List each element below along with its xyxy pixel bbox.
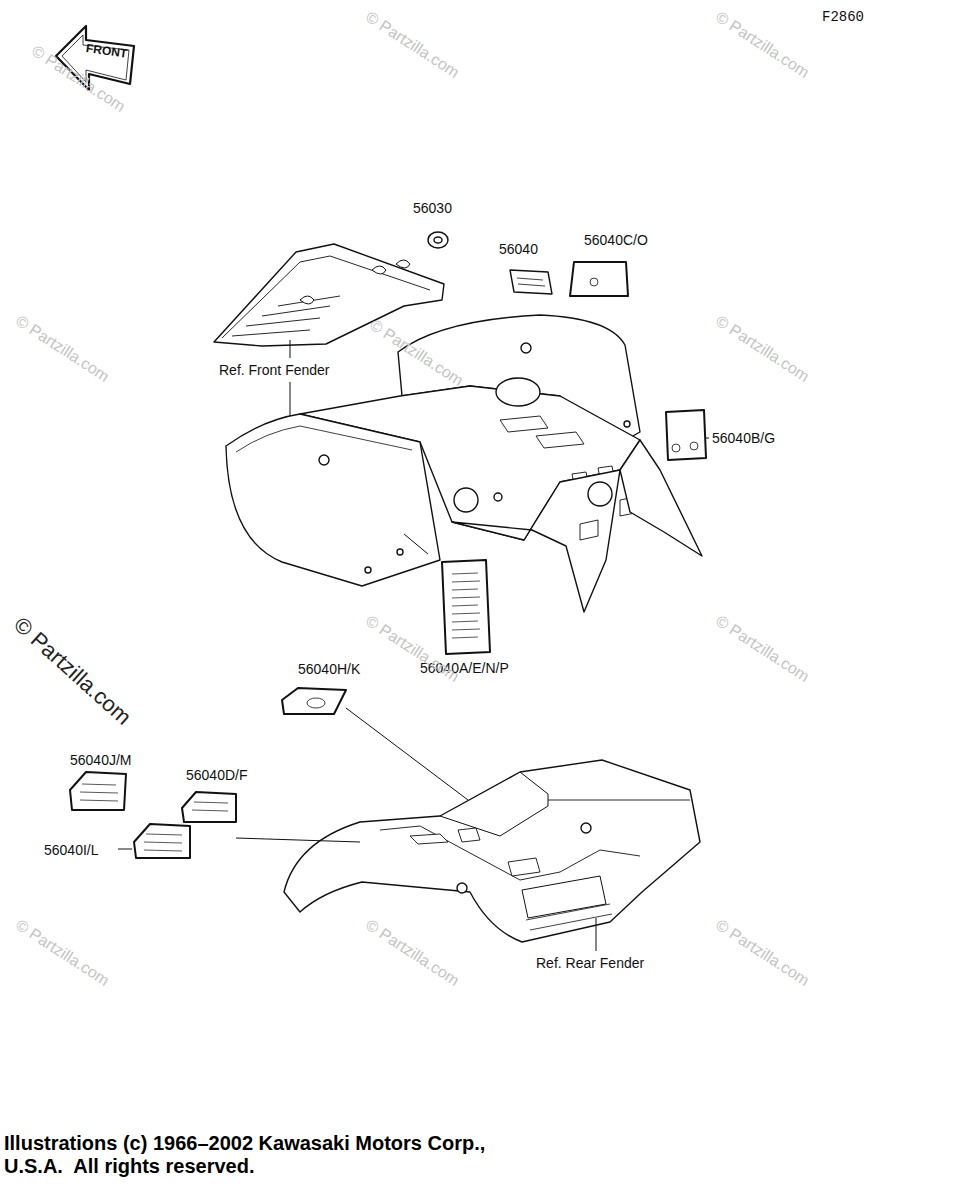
watermark: © Partzilla.com [12,916,112,990]
watermark: © Partzilla.com [712,312,812,386]
callout-number: 56040B/G [712,430,775,446]
reference-label: Ref. Rear Fender [536,955,644,971]
leader-lines [118,340,709,951]
callout-number: 56040D/F [186,767,247,783]
watermark: © Partzilla.com [12,312,112,386]
watermark: © Partzilla.com [712,612,812,686]
callout-number: 56040C/O [584,232,648,248]
reference-label: Ref. Front Fender [219,362,330,378]
callout-number: 56040I/L [44,842,99,858]
copyright-note: Illustrations (c) 1966–2002 Kawasaki Mot… [4,1132,509,1178]
callout-number: 56040J/M [70,752,131,768]
watermark: © Partzilla.com [362,916,462,990]
rear-fender [284,760,700,942]
callout-number: 56030 [413,200,452,216]
callout-number: 56040H/K [298,661,360,677]
watermark: © Partzilla.com [362,8,462,82]
watermark: © Partzilla.com [712,916,812,990]
front-fender [214,244,702,612]
drawing-number: F2860 [822,9,864,25]
watermark: © Partzilla.com [712,8,812,82]
callout-number: 56040 [499,241,538,257]
watermark: © Partzilla.com [9,612,136,730]
